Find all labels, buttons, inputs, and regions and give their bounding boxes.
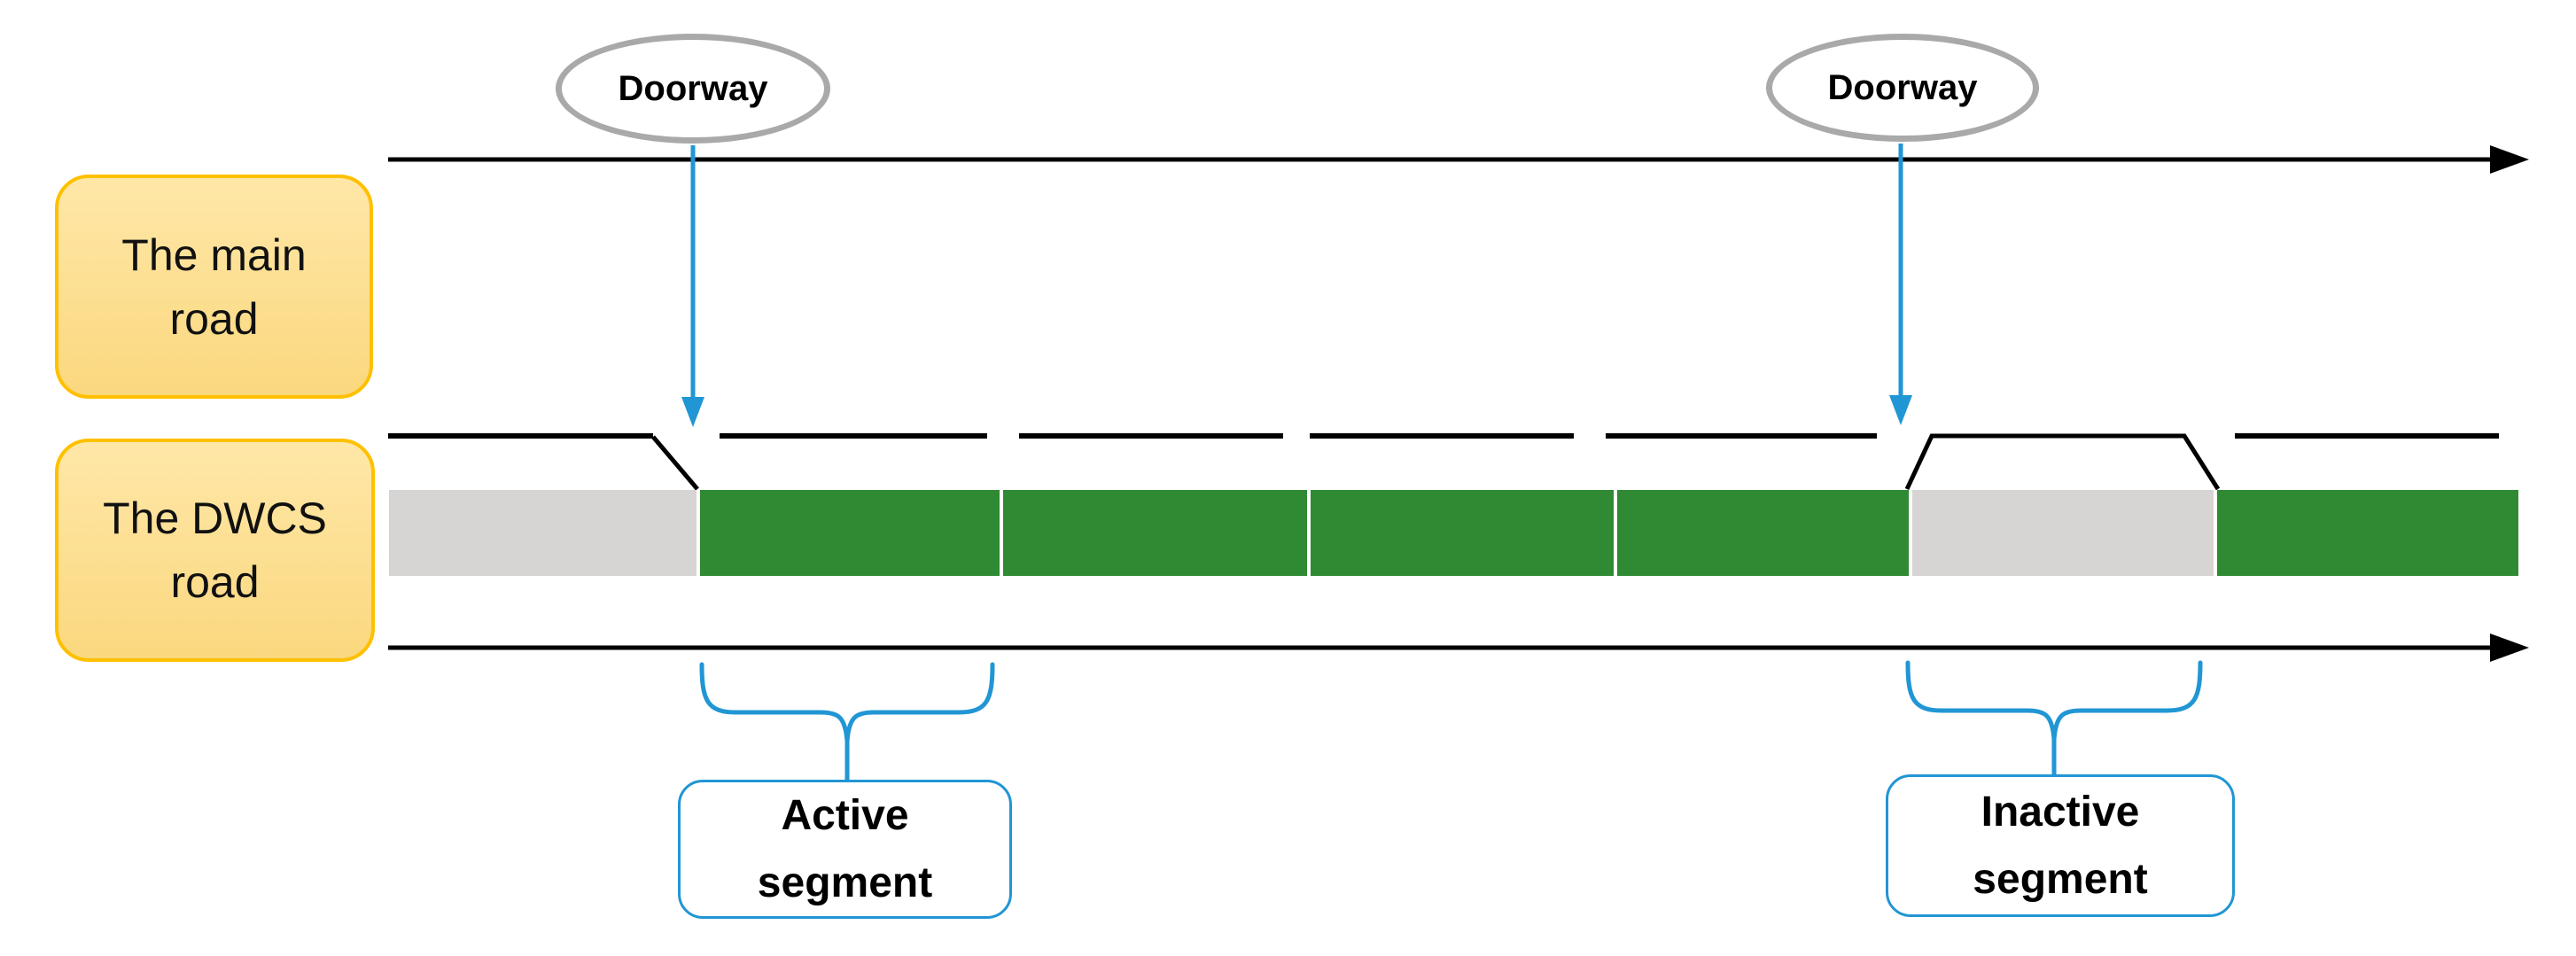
dwcs-segment-bar (389, 490, 2518, 576)
doorway-arrow-head-icon (681, 397, 704, 427)
active-segment-brace (699, 662, 995, 742)
doorway-arrow-head-icon (1889, 395, 1912, 425)
dwcs-road-label-line1: The DWCS (103, 494, 327, 543)
inactive-caption-line1: Inactive (1981, 788, 2140, 836)
inactive-segment-brace (1905, 660, 2203, 740)
inactive-caption-line2: segment (1973, 855, 2148, 903)
road-segment-inactive (389, 490, 697, 576)
main-road-label-box: The main road (55, 175, 373, 399)
doorway-arrows (681, 144, 1912, 427)
active-caption-line1: Active (781, 791, 909, 839)
main-road-arrowhead-icon (2490, 145, 2529, 174)
active-caption-line2: segment (757, 859, 933, 906)
road-segment-active (2217, 490, 2518, 576)
doorway-label: Doorway (1827, 67, 1978, 107)
doorway-ellipse-1: Doorway (556, 34, 830, 144)
inactive-segment-caption-box: Inactive segment (1886, 774, 2235, 917)
doorway-label: Doorway (618, 68, 768, 108)
road-segment-inactive (1912, 490, 2214, 576)
segment-braces (699, 660, 2203, 782)
main-road-label-line2: road (169, 293, 259, 344)
main-road-label-line1: The main (121, 229, 307, 280)
road-segment-active (1003, 490, 1307, 576)
doorway-entry-diagonal (651, 435, 699, 491)
dwcs-road-arrowhead-icon (2490, 633, 2529, 662)
road-segment-active (1311, 490, 1614, 576)
road-segment-active (700, 490, 1000, 576)
road-segment-active (1617, 490, 1909, 576)
doorway-ellipse-2: Doorway (1766, 34, 2039, 142)
active-segment-caption-box: Active segment (678, 780, 1012, 919)
dwcs-road-label-line2: road (170, 557, 260, 607)
inactive-bypass-line (1904, 433, 2221, 491)
dwcs-road-label-box: The DWCS road (55, 439, 375, 662)
